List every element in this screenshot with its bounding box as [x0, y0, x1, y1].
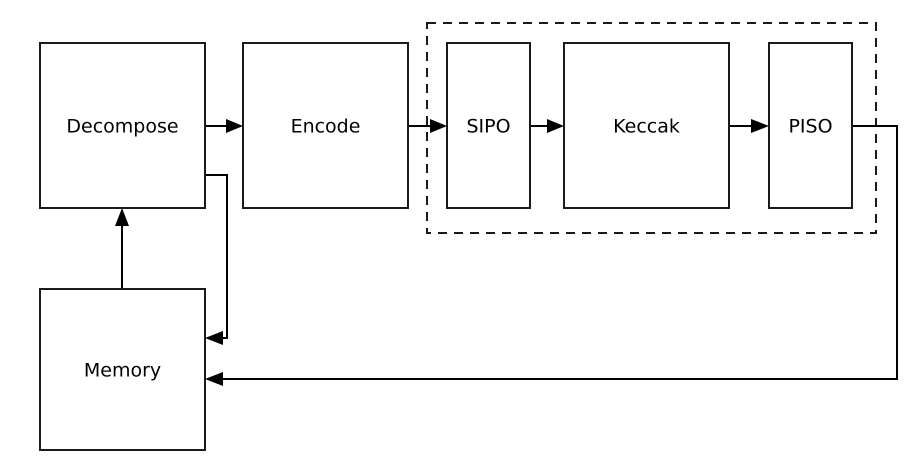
block-decompose[interactable]: Decompose: [39, 42, 206, 209]
block-keccak[interactable]: Keccak: [563, 42, 730, 209]
arrowhead-icon: [226, 119, 243, 133]
connection-memory-to-decompose: [115, 208, 129, 289]
connection-piso-to-memory: [205, 125, 898, 386]
connection-sipo-to-keccak: [530, 119, 564, 133]
connection-encode-to-sipo: [408, 119, 447, 133]
connection-keccak-to-piso: [729, 119, 769, 133]
block-memory-rect[interactable]: [39, 288, 206, 451]
block-memory-label: Memory: [84, 360, 161, 382]
block-encode-rect[interactable]: [242, 42, 409, 209]
block-sipo[interactable]: SIPO: [446, 42, 531, 209]
arrowhead-icon: [430, 119, 447, 133]
block-piso-label: PISO: [788, 116, 832, 138]
block-encode[interactable]: Encode: [242, 42, 409, 209]
block-sipo-label: SIPO: [466, 116, 510, 138]
block-decompose-label: Decompose: [66, 116, 178, 138]
block-encode-label: Encode: [291, 116, 361, 138]
block-decompose-rect[interactable]: [39, 42, 206, 209]
arrowhead-icon: [205, 331, 223, 345]
block-piso[interactable]: PISO: [768, 42, 853, 209]
block-sipo-rect[interactable]: [446, 42, 531, 209]
connection-decompose-to-encode: [205, 119, 243, 133]
block-memory[interactable]: Memory: [39, 288, 206, 451]
block-keccak-rect[interactable]: [563, 42, 730, 209]
hash-core-group-box: [426, 22, 877, 234]
arrowhead-icon: [115, 208, 129, 226]
block-piso-rect[interactable]: [768, 42, 853, 209]
block-keccak-label: Keccak: [613, 116, 680, 138]
arrowhead-icon: [547, 119, 564, 133]
arrowhead-icon: [751, 119, 769, 133]
arrowhead-icon: [205, 372, 223, 386]
connection-decompose-to-memory: [205, 174, 228, 345]
